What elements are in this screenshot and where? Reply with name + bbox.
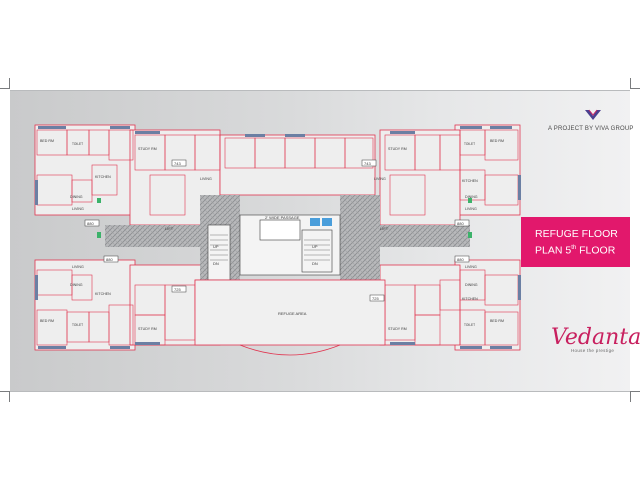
- up-label-left: UP: [213, 244, 219, 249]
- flat-area-value: 725: [372, 296, 379, 301]
- dining-label: DINING: [465, 195, 478, 199]
- top-passage-label: 2' WIDE PASSAGE: [265, 215, 300, 220]
- lift-cars: [310, 218, 332, 226]
- crop-mark: [630, 391, 640, 392]
- study-room-label: STUDY RM: [138, 327, 157, 331]
- flat-area-value: 880: [457, 221, 464, 226]
- crop-mark: [630, 88, 640, 89]
- lift-label-left: LIFT: [165, 226, 174, 231]
- bed-room-label: BED RM: [40, 139, 54, 143]
- floor-plan-drawing: REFUGE AREA 2' WIDE PASSAGE LIFT LIFT UP…: [34, 124, 521, 356]
- flat-area-value: 743: [364, 161, 371, 166]
- living-label: LIVING: [72, 207, 84, 211]
- kitchen-label: KITCHEN: [95, 292, 111, 296]
- crop-mark: [9, 392, 10, 402]
- living-label: LIVING: [72, 265, 84, 269]
- viva-logo: [555, 108, 630, 127]
- banner-line-2-sup: th: [571, 244, 577, 251]
- bed-room-label: BED RM: [40, 319, 54, 323]
- refuge-area-bottom-curve: [239, 344, 341, 356]
- flat-area-value: 880: [87, 221, 94, 226]
- viva-logo-icon: [584, 109, 601, 120]
- dining-label: DINING: [70, 195, 83, 199]
- refuge-area: [194, 279, 386, 346]
- brand-tagline: House the prestige: [571, 348, 615, 353]
- kitchen-label: KITCHEN: [462, 179, 478, 183]
- circulation-core: [105, 195, 470, 280]
- project-byline: A PROJECT BY VIVA GROUP: [548, 126, 634, 132]
- banner-line-2-suffix: FLOOR: [576, 244, 616, 257]
- crop-mark: [0, 391, 10, 392]
- banner-line-1: REFUGE FLOOR: [535, 227, 618, 240]
- living-label: LIVING: [374, 177, 386, 181]
- living-label: LIVING: [465, 265, 477, 269]
- study-room-label: STUDY RM: [388, 327, 407, 331]
- toilet-label: TOILET: [72, 142, 83, 146]
- toilet-label: TOILET: [72, 323, 83, 327]
- bed-room-label: BED RM: [490, 319, 504, 323]
- living-label: LIVING: [465, 207, 477, 211]
- dn-label-right: DN: [312, 261, 318, 266]
- flat-area-value: 880: [457, 257, 464, 262]
- crop-mark: [630, 78, 631, 88]
- study-room-label: STUDY RM: [388, 147, 407, 151]
- brand-name: Vedanta: [551, 325, 640, 350]
- dn-label-left: DN: [213, 261, 219, 266]
- door-markers: [97, 198, 472, 238]
- crop-mark: [0, 88, 10, 89]
- study-room-label: STUDY RM: [138, 147, 157, 151]
- crop-mark: [9, 78, 10, 88]
- up-label-right: UP: [312, 244, 318, 249]
- kitchen-label: KITCHEN: [462, 297, 478, 301]
- lift-label-right: LIFT: [380, 226, 389, 231]
- dining-label: DINING: [70, 283, 83, 287]
- banner-line-2: PLAN 5th FLOOR: [535, 241, 630, 258]
- dining-label: DINING: [465, 283, 478, 287]
- kitchen-label: KITCHEN: [95, 175, 111, 179]
- brand-logo: Vedanta House the prestige: [545, 325, 640, 353]
- flat-area-value: 880: [106, 257, 113, 262]
- balcony-strips: [35, 126, 521, 349]
- crop-mark: [630, 392, 631, 402]
- refuge-area-label: REFUGE AREA: [278, 311, 307, 316]
- bed-room-label: BED RM: [490, 139, 504, 143]
- banner-line-2-prefix: PLAN 5: [535, 244, 572, 257]
- toilet-label: TOILET: [464, 142, 475, 146]
- stair-lines: [210, 234, 330, 261]
- flat-area-value: 743: [174, 161, 181, 166]
- flat-area-tags: [84, 159, 470, 302]
- floor-title-banner: REFUGE FLOOR PLAN 5th FLOOR: [521, 217, 630, 267]
- stair-core: [207, 214, 341, 281]
- flat-area-value: 725: [174, 287, 181, 292]
- living-label: LIVING: [200, 177, 212, 181]
- toilet-label: TOILET: [464, 323, 475, 327]
